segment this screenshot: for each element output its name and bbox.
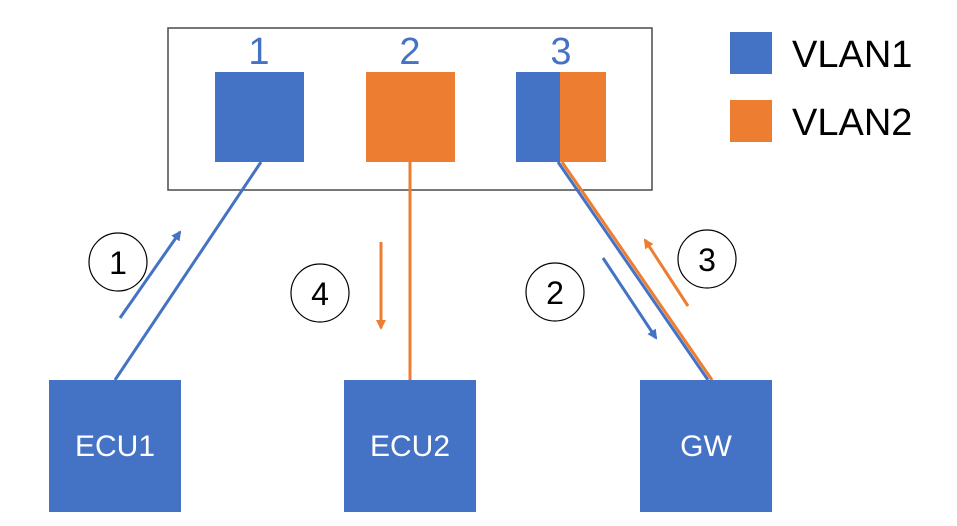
flow-arrow-1: [118, 230, 182, 319]
legend-vlan1-label: VLAN1: [792, 34, 912, 76]
port-2-label: 2: [399, 31, 420, 73]
device-ecu2-label: ECU2: [370, 430, 450, 463]
step-3-label: 3: [698, 242, 716, 278]
step-1-label: 1: [109, 245, 127, 281]
flow-arrow-3: [643, 238, 690, 307]
link-ecu1-port1: [113, 161, 263, 381]
port-1: [215, 72, 304, 162]
link-gw-port3-vlan1: [556, 161, 710, 381]
step-3-circle: [677, 229, 737, 289]
device-ecu2: [344, 380, 476, 512]
port-1-label: 1: [248, 31, 269, 73]
step-2-label: 2: [546, 275, 564, 311]
legend-vlan2-swatch: [730, 100, 772, 142]
device-gw-label: GW: [680, 430, 732, 463]
step-4-circle: [290, 263, 350, 323]
port-3-vlan2-half: [560, 72, 606, 162]
step-4-label: 4: [311, 276, 329, 312]
link-gw-port3-vlan2: [560, 161, 714, 381]
port-2: [366, 72, 455, 162]
flow-arrow-2: [601, 257, 658, 340]
device-ecu1-label: ECU1: [75, 430, 155, 463]
legend-vlan1-swatch: [730, 32, 772, 74]
device-ecu1: [49, 380, 181, 512]
port-3-vlan1-half: [516, 72, 560, 162]
step-1-circle: [88, 232, 148, 292]
port-3-label: 3: [550, 31, 571, 73]
device-gw: [640, 380, 772, 512]
legend-vlan2-label: VLAN2: [792, 102, 912, 144]
step-2-circle: [525, 262, 585, 322]
